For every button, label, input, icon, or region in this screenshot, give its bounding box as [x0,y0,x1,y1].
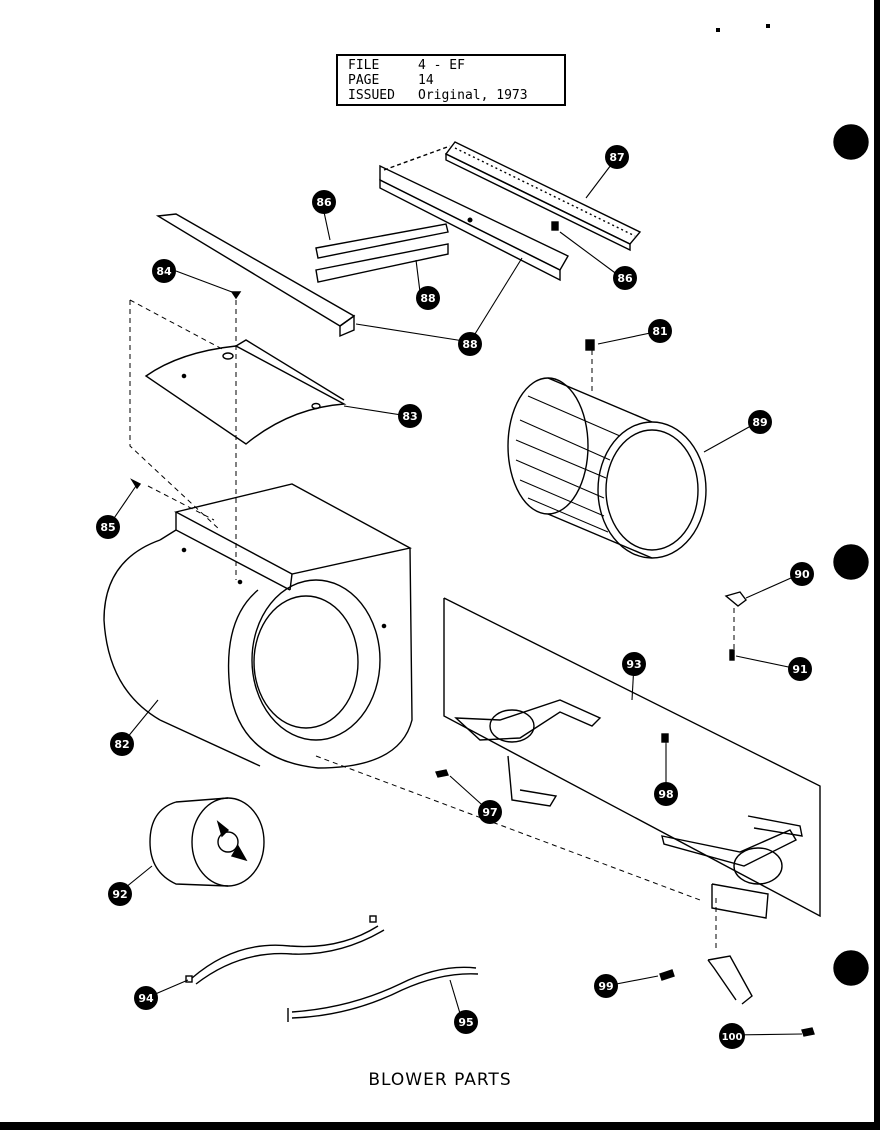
file-value: 4 - EF [418,58,465,73]
callout-85-screw: 85 [96,515,120,539]
motor-mount-frame [443,597,821,918]
speck [716,28,720,32]
svg-text:91: 91 [792,663,807,676]
leader-lines [107,156,803,1036]
angle-bracket [379,164,569,282]
svg-text:93: 93 [626,658,641,671]
callout-92-motor: 92 [108,882,132,906]
svg-text:92: 92 [112,888,127,901]
svg-text:94: 94 [138,992,154,1005]
svg-text:86: 86 [316,196,332,209]
svg-text:100: 100 [722,1032,743,1043]
svg-text:98: 98 [658,788,673,801]
issued-row: ISSUED Original, 1973 [348,89,528,103]
callout-90-nut: 90 [790,562,814,586]
callout-93-mount: 93 [622,652,646,676]
speck [766,24,770,28]
lower-strip [315,243,449,283]
registration-dot-middle [833,544,869,580]
callout-99-nut: 99 [594,974,618,998]
svg-text:95: 95 [458,1016,473,1029]
callout-88-bracket: 88 [458,332,482,356]
svg-text:90: 90 [794,568,810,581]
callout-82-housing: 82 [110,732,134,756]
upper-strip [315,223,449,259]
diagram-title: BLOWER PARTS [368,1070,512,1090]
cable [287,966,479,1022]
page-label: PAGE [348,73,380,88]
callout-97-screw: 97 [478,800,502,824]
page-value: 14 [418,73,434,88]
bottom-bracket [707,955,753,1005]
page-row: PAGE 14 [348,74,434,88]
registration-dot-bottom [833,950,869,986]
callout-86-screw: 86 [613,266,637,290]
callout-88-strip: 88 [416,286,440,310]
scan-border-right [874,0,880,1130]
blower-wheel [507,377,707,559]
blower-motor [149,797,265,887]
svg-text:84: 84 [156,265,172,278]
callout-95-cable: 95 [454,1010,478,1034]
svg-text:85: 85 [100,521,115,534]
svg-text:83: 83 [402,410,417,423]
callout-87-top: 87 [605,145,629,169]
svg-text:88: 88 [462,338,477,351]
callout-100-screw: 100 [719,1023,745,1049]
callout-84-screw: 84 [152,259,176,283]
svg-text:81: 81 [652,325,667,338]
scan-border-bottom [0,1122,880,1130]
long-bracket [155,213,356,338]
file-label: FILE [348,58,380,73]
callout-94-harness: 94 [134,986,158,1010]
callouts: 87 86 88 86 84 88 83 81 89 85 82 90 91 9… [96,145,814,1049]
wire-harness [185,915,385,985]
svg-text:88: 88 [420,292,435,305]
callout-81-screw: 81 [648,319,672,343]
screws [130,221,815,1037]
svg-text:97: 97 [482,806,497,819]
callout-89-wheel: 89 [748,410,772,434]
mount-left [454,699,602,807]
svg-text:82: 82 [114,738,129,751]
callout-83-plate: 83 [398,404,422,428]
mount-right [661,815,803,919]
callout-98-nut: 98 [654,782,678,806]
svg-text:86: 86 [617,272,633,285]
svg-text:99: 99 [598,980,613,993]
alignment-lines [129,299,735,950]
blower-housing [103,483,413,769]
registration-dot-top [833,124,869,160]
issued-value: Original, 1973 [418,88,528,103]
top-rail [383,141,642,252]
file-row: FILE 4 - EF [348,59,465,73]
callout-91-bolt: 91 [788,657,812,681]
file-info-box: FILE 4 - EF PAGE 14 ISSUED Original, 1973 [336,54,566,106]
callout-86-strip: 86 [312,190,336,214]
issued-label: ISSUED [348,88,395,103]
svg-text:89: 89 [752,416,767,429]
curved-plate [144,339,347,445]
svg-text:87: 87 [609,151,624,164]
